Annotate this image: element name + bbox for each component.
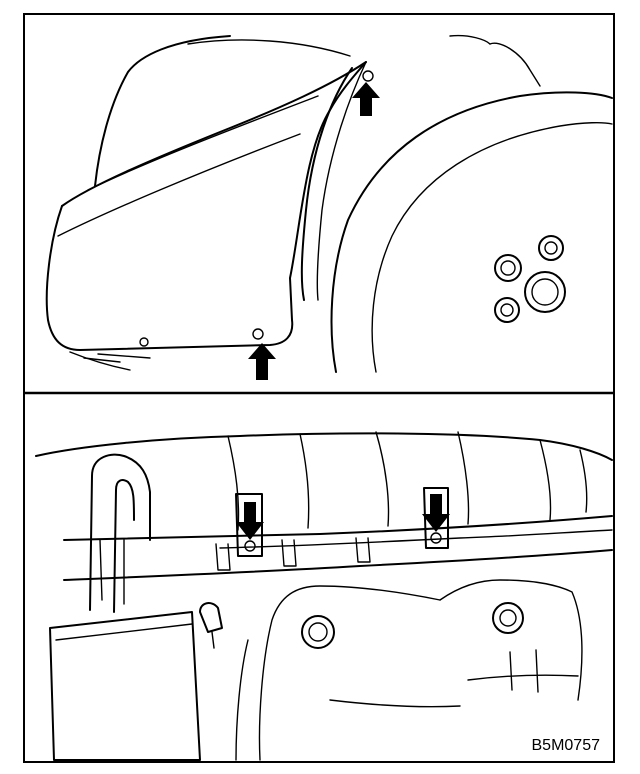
clip-bracket-left (235, 493, 263, 557)
grommet-right (492, 602, 524, 634)
battery-box-top (55, 623, 193, 641)
mudguard-lower-lip (69, 351, 131, 371)
box-clip-tail (211, 631, 215, 649)
side-rail-mid (219, 529, 613, 549)
mudguard-lower-lip-2 (83, 353, 151, 363)
side-rail-top (63, 515, 613, 541)
tire-outline (330, 91, 613, 373)
lug-nut-3-inner (531, 278, 559, 306)
mudguard-outline (45, 61, 367, 351)
grommet-left (301, 615, 335, 649)
battery-box (49, 611, 201, 761)
floor-contour-3 (439, 579, 583, 701)
rail-tab-2 (355, 537, 371, 563)
rib-4 (457, 431, 470, 525)
figure-code: B5M0757 (532, 737, 601, 754)
rail-tab-1 (281, 539, 297, 567)
lug-nut-4-inner (500, 303, 514, 317)
floor-contour-6 (329, 699, 461, 708)
pipe-highlight (99, 539, 125, 605)
callout-arrow-right (422, 494, 450, 532)
tire-top-2 (449, 34, 491, 45)
lug-nut-3 (524, 271, 566, 313)
upper-panel (45, 34, 613, 380)
lug-nut-1-inner (500, 260, 516, 276)
floor-contour-5 (509, 649, 539, 693)
mudguard-crease-2 (57, 133, 301, 237)
lower-panel (35, 431, 613, 761)
rail-tab-3 (215, 543, 231, 571)
pipe-outline-right (113, 479, 135, 613)
clip-right-lower (430, 532, 442, 544)
floor-contour-2 (235, 639, 249, 761)
clip-left-lower (244, 540, 256, 552)
rib-2 (299, 433, 310, 529)
pipe-outline-left (89, 453, 151, 611)
rib-3 (375, 431, 390, 527)
clip-top (362, 70, 374, 82)
wheel-arch-lip-inner (316, 61, 367, 301)
clip-bottom (252, 328, 264, 340)
floor-top-edge (35, 432, 613, 461)
callout-arrow-top (352, 82, 380, 116)
grommet-left-inner (308, 622, 328, 642)
lug-nut-2 (538, 235, 564, 261)
side-rail-bottom (63, 549, 613, 581)
tire-top (489, 42, 541, 87)
clip-left (139, 337, 149, 347)
box-clip (199, 602, 223, 633)
rib-6 (579, 449, 588, 513)
fender-curve (94, 35, 231, 187)
lug-nut-1 (494, 254, 522, 282)
floor-contour-4 (467, 674, 579, 681)
lug-nut-4 (494, 297, 520, 323)
callout-arrow-left (236, 502, 264, 540)
floor-contour-1 (258, 585, 441, 761)
wheel-arch-lip (300, 67, 353, 301)
rib-1 (227, 435, 240, 531)
lug-nut-2-inner (544, 241, 558, 255)
rib-5 (539, 439, 552, 521)
callout-arrow-bottom (248, 343, 276, 380)
mudguard-crease-1 (87, 95, 319, 191)
grommet-right-inner (499, 609, 517, 627)
tire-inner (371, 121, 613, 373)
fender-curve-inner (187, 39, 351, 57)
outer-frame (23, 13, 615, 763)
clip-bracket-right (423, 487, 449, 549)
